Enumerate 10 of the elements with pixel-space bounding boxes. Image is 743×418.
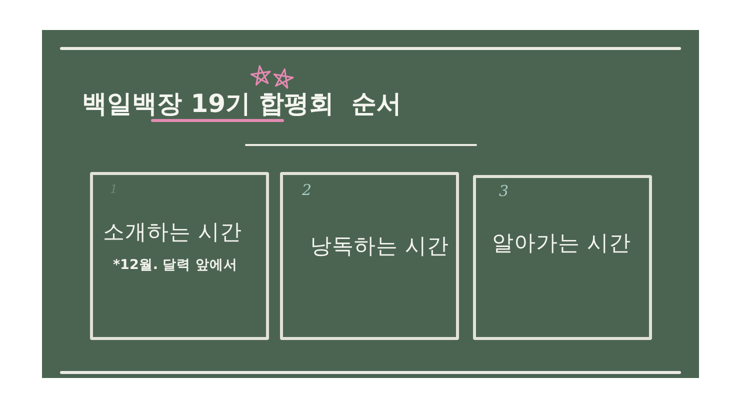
chalk-box [90, 172, 269, 340]
step-title: 소개하는 시간 [103, 218, 242, 246]
step-note: *12월. 달력 앞에서 [113, 256, 238, 274]
chalk-box [473, 175, 652, 340]
step-title: 낭독하는 시간 [310, 232, 449, 260]
chalk-box [280, 172, 459, 340]
step-title: 알아가는 시간 [492, 230, 631, 256]
step-number: 2 [302, 180, 312, 200]
title: 백일백장 19기 합평회 순서 [82, 88, 402, 119]
step-number: 3 [499, 182, 509, 200]
